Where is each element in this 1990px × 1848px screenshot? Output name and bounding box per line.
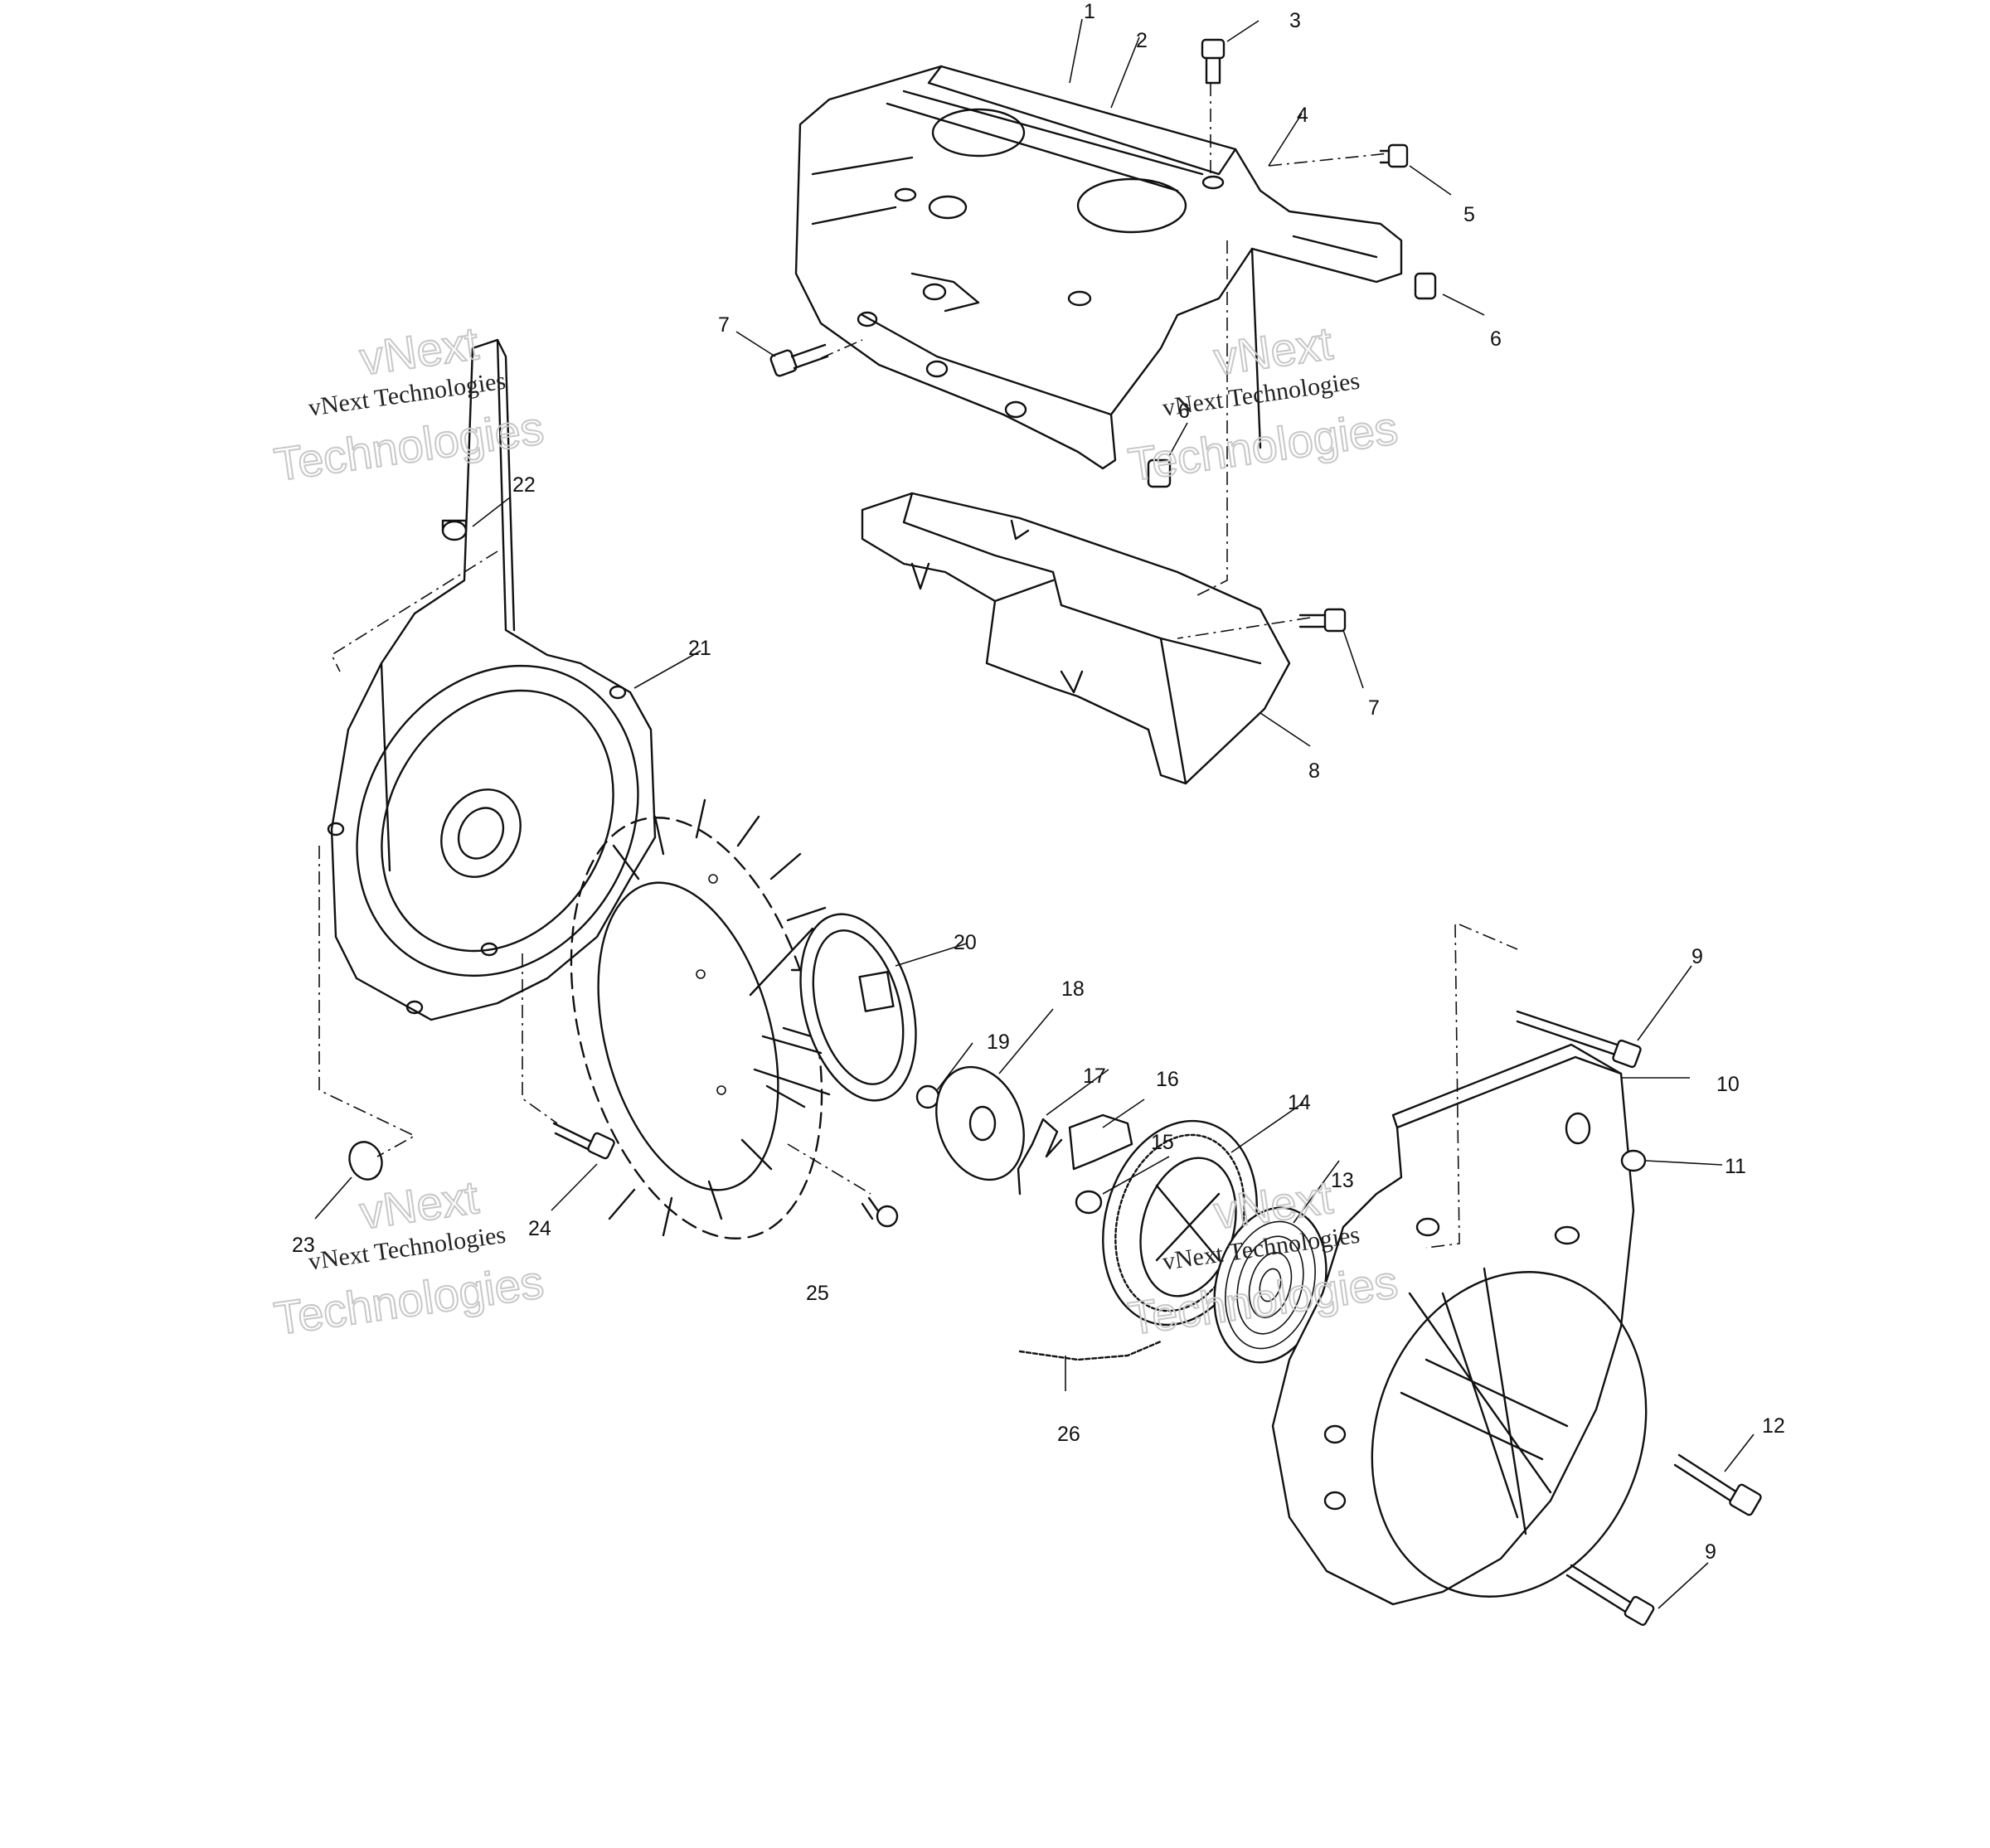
- spring-17: [1017, 1118, 1063, 1196]
- rope-26: [1018, 1340, 1162, 1361]
- bolt-12: [1673, 1453, 1762, 1516]
- callout-3: 3: [1289, 9, 1301, 32]
- callout-15: 15: [1151, 1131, 1174, 1154]
- plug-11: [1620, 1149, 1647, 1172]
- upper-shroud: [794, 65, 1403, 470]
- plate-18: [935, 1065, 1025, 1181]
- callout-19: 19: [987, 1031, 1010, 1054]
- callout-2: 2: [1136, 29, 1148, 52]
- callout-1: 1: [1084, 0, 1095, 23]
- bushing-22: [441, 519, 468, 541]
- callout-20: 20: [954, 931, 977, 954]
- bolt-7-lower: [1298, 608, 1347, 633]
- callout-9-lower: 9: [1705, 1540, 1716, 1564]
- leader-lines: [314, 18, 1755, 1609]
- callout-25: 25: [806, 1282, 829, 1305]
- callout-6-upper: 6: [1490, 327, 1502, 351]
- callout-5: 5: [1463, 203, 1475, 226]
- bolt-9-lower: [1565, 1564, 1655, 1626]
- bolt-5: [1379, 143, 1409, 168]
- callout-26: 26: [1057, 1423, 1080, 1446]
- callout-13: 13: [1331, 1169, 1354, 1192]
- bolt-7-upper: [769, 343, 829, 377]
- callout-14: 14: [1288, 1091, 1311, 1114]
- grommet-6-lower: [1147, 458, 1172, 488]
- ring-23: [348, 1141, 383, 1181]
- callout-22: 22: [512, 473, 536, 497]
- callout-9-upper: 9: [1692, 945, 1703, 968]
- callout-21: 21: [688, 637, 711, 660]
- callout-23: 23: [292, 1234, 315, 1257]
- callout-16: 16: [1156, 1068, 1179, 1091]
- lower-duct: [861, 492, 1291, 785]
- ring-15: [1075, 1190, 1103, 1215]
- callout-17: 17: [1083, 1065, 1106, 1088]
- callout-8: 8: [1308, 759, 1320, 783]
- bolt-9-upper: [1516, 1010, 1642, 1069]
- callout-18: 18: [1061, 977, 1085, 1001]
- bolt-25: [861, 1196, 899, 1228]
- fan-housing: [327, 338, 657, 1021]
- callout-12: 12: [1762, 1414, 1785, 1438]
- callout-labels: 1 2 3 4 5 6 6 7 7 8 9 9 10 11 12 13 14 1…: [292, 0, 1785, 1564]
- recoil-cover-10: [1271, 1043, 1648, 1606]
- callout-6-lower: 6: [1178, 400, 1190, 423]
- callout-7-lower: 7: [1368, 696, 1380, 720]
- grommet-6-upper: [1414, 272, 1437, 300]
- starter-cup-20: [749, 913, 917, 1102]
- pawl-16: [1068, 1113, 1133, 1171]
- nut-19: [915, 1084, 940, 1109]
- callout-7-upper: 7: [718, 313, 730, 337]
- watermark-top-left: vNext Technologies vNext Technologies: [270, 316, 547, 492]
- alignment-lines: [318, 83, 1518, 1249]
- callout-10: 10: [1716, 1073, 1740, 1096]
- bolt-3: [1201, 38, 1226, 85]
- callout-4: 4: [1297, 104, 1308, 127]
- callout-24: 24: [528, 1217, 551, 1240]
- bolt-24: [552, 1122, 615, 1160]
- callout-11: 11: [1725, 1155, 1746, 1178]
